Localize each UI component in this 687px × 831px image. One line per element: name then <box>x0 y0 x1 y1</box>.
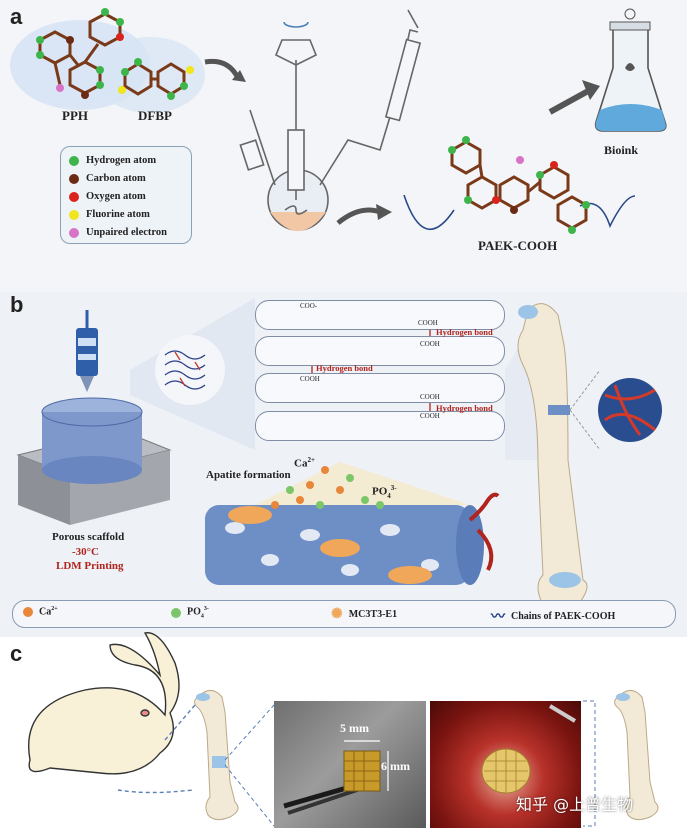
legend-chains: 〰Chains of PAEK-COOH <box>491 606 615 626</box>
ca-dot-icon <box>23 606 33 617</box>
watermark: 知乎 @上普生物 <box>516 795 634 814</box>
hydrogen-bond-label-3: Hydrogen bond <box>436 403 493 413</box>
chain-icon: 〰 <box>491 610 505 625</box>
bioink-flask-icon <box>594 8 667 132</box>
scaffold-photo: 5 mm 6 mm <box>274 701 426 828</box>
pph-atoms <box>36 8 124 99</box>
hydrogen-bond-label-2: Hydrogen bond <box>316 363 373 373</box>
legend-unpaired: Unpaired electron <box>69 227 167 238</box>
po4-ion-label: PO43- <box>372 484 397 500</box>
dfbp-atoms <box>118 58 194 100</box>
legend-fluorine: Fluorine atom <box>69 209 150 220</box>
cooh-group-1: COOH <box>418 319 438 327</box>
carbon-dot-icon <box>69 173 79 184</box>
arrow-to-product <box>336 207 381 225</box>
height-dimension-label: 6 mm <box>381 759 410 773</box>
panel-c-label: c <box>10 641 23 666</box>
apatite-formation-label: Apatite formation <box>206 469 291 481</box>
legend-hydrogen: Hydrogen atom <box>69 155 156 166</box>
po4-dot-icon <box>171 607 181 618</box>
chain-row-4 <box>255 411 505 441</box>
panel-a-label: a <box>10 4 23 29</box>
legend-oxygen: Oxygen atom <box>69 191 146 202</box>
printing-label: LDM Printing <box>56 560 124 572</box>
pph-label: PPH <box>62 108 88 123</box>
scaffold-label: Porous scaffold <box>52 531 125 543</box>
arrow-to-bioink <box>548 87 592 115</box>
temperature-label: -30°C <box>72 546 100 558</box>
panel-a-graphics <box>10 8 667 234</box>
atom-legend: Hydrogen atom Carbon atom Oxygen atom Fl… <box>60 146 192 244</box>
chain-left <box>403 194 455 230</box>
paek-cooh-label: PAEK-COOH <box>478 238 558 253</box>
legend-mc3t3: ✺MC3T3-E1 <box>331 607 398 622</box>
arrow-to-reactor <box>204 58 241 80</box>
cooh-group-5: COOH <box>420 412 440 420</box>
cooh-group-4: COOH <box>420 393 440 401</box>
chain-row-3 <box>255 373 505 403</box>
hydrogen-bond-label-1: Hydrogen bond <box>436 327 493 337</box>
chain-row-1 <box>255 300 505 330</box>
legend-carbon: Carbon atom <box>69 173 146 184</box>
width-dimension-label: 5 mm <box>340 721 369 735</box>
cell-icon: ✺ <box>331 607 343 622</box>
chain-row-2 <box>255 336 505 366</box>
hydrogen-dot-icon <box>69 155 79 166</box>
reactor-apparatus <box>239 9 422 231</box>
cooh-group-2: COOH <box>420 340 440 348</box>
paek-cooh-molecule <box>450 140 588 230</box>
paek-cooh-atoms <box>448 136 590 234</box>
coo-group-label: COO- <box>300 302 318 310</box>
unpaired-dot-icon <box>69 227 79 238</box>
legend-po4: PO43- <box>171 606 209 619</box>
panel-b-label: b <box>10 292 24 317</box>
implant-photo <box>430 701 581 828</box>
fluorine-dot-icon <box>69 209 79 220</box>
bioink-label: Bioink <box>604 143 639 157</box>
cooh-group-3: COOH <box>300 375 320 383</box>
ca-ion-label: Ca2+ <box>294 456 315 470</box>
cell-legend: Ca2+ PO43- ✺MC3T3-E1 〰Chains of PAEK-COO… <box>12 600 676 628</box>
dfbp-label: DFBP <box>138 108 172 123</box>
chain-right <box>579 195 636 229</box>
oxygen-dot-icon <box>69 191 79 202</box>
legend-ca: Ca2+ <box>23 606 58 617</box>
